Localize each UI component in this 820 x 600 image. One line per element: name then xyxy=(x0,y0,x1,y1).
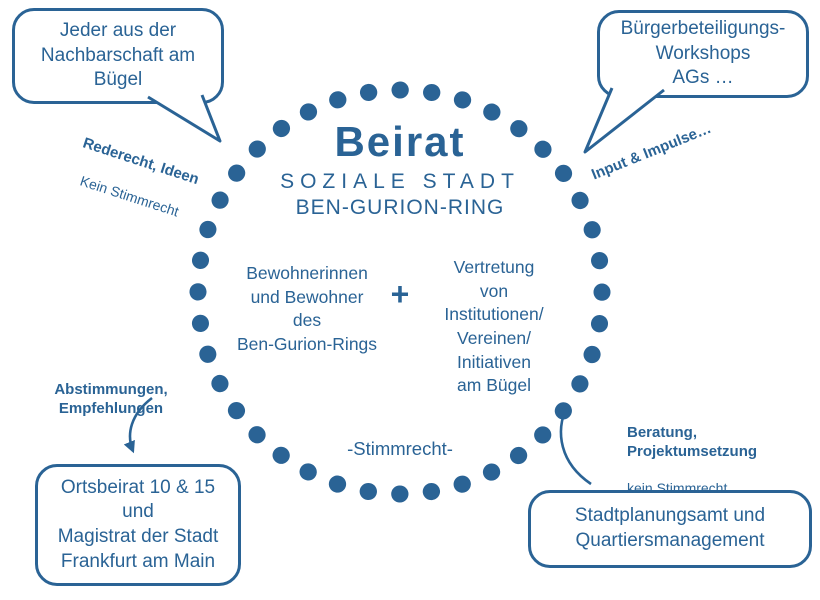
annotation-abstimmungen-bold: Abstimmungen, Empfehlungen xyxy=(54,380,168,417)
annotation-rederecht: Rederecht, Ideen Kein Stimmrecht xyxy=(49,112,220,246)
annotation-beratung: Beratung, Projektumsetzung kein Stimmrec… xyxy=(627,405,787,516)
residents-group-text: Bewohnerinnen und Bewohner des Ben-Gurio… xyxy=(236,263,378,354)
annotation-input-impulse-bold: Input & Impulse… xyxy=(589,119,714,184)
annotation-abstimmungen: Abstimmungen, Empfehlungen xyxy=(45,362,177,437)
bubble-workshops: Bürgerbeteiligungs- Workshops AGs … xyxy=(597,10,809,98)
bubble-stadtplanungsamt: Stadtplanungsamt und Quartiersmanagement xyxy=(528,490,812,568)
arrow-to-circle-from-stadtplanungsamt xyxy=(557,403,592,486)
voting-right-text: -Stimmrecht- xyxy=(347,438,453,459)
bubble-ortsbeirat-magistrat: Ortsbeirat 10 & 15 und Magistrat der Sta… xyxy=(35,464,241,586)
institutions-group-text: Vertretung von Institutionen/ Vereinen/ … xyxy=(444,257,544,396)
bubble-neighbourhood: Jeder aus der Nachbarschaft am Bügel xyxy=(12,8,224,104)
annotation-input-impulse: Input & Impulse… xyxy=(582,94,742,202)
diagram-subtitle-line1: SOZIALE STADT xyxy=(280,170,520,193)
diagram-subtitle-line2: BEN-GURION-RING xyxy=(295,196,505,219)
annotation-beratung-bold: Beratung, Projektumsetzung xyxy=(627,423,758,460)
annotation-beratung-normal: kein Stimmrecht xyxy=(627,480,728,496)
diagram-title: Beirat xyxy=(334,118,466,165)
